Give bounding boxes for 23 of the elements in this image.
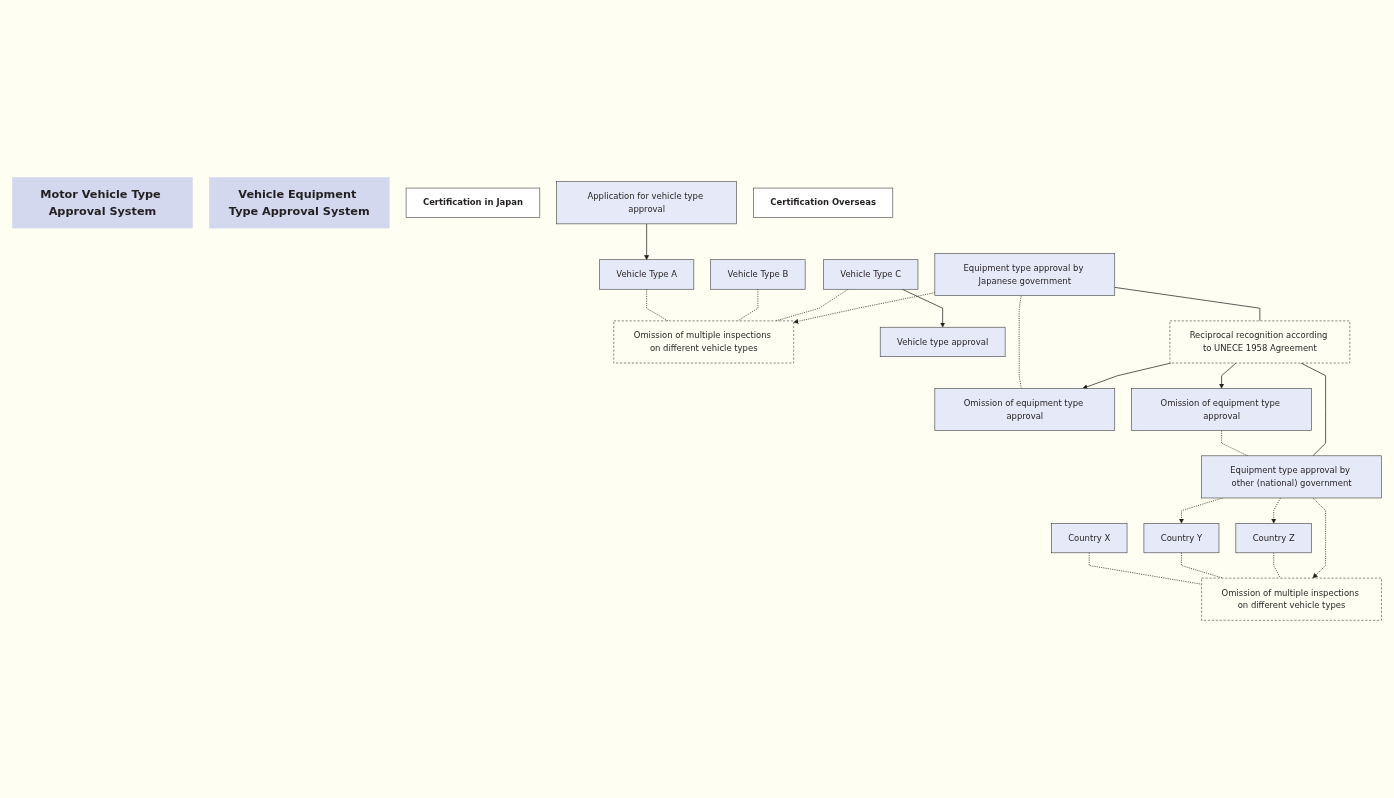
connector bbox=[1018, 295, 1022, 389]
node-box: Equipment type approval by other (national) government bbox=[1201, 455, 1382, 499]
node-box: Motor Vehicle Type Approval System bbox=[12, 177, 193, 229]
node-box: Vehicle type approval bbox=[879, 327, 1006, 358]
node-box: Equipment type approval by Japanese government bbox=[934, 253, 1116, 296]
node-box: Application for vehicle type approval bbox=[556, 181, 737, 225]
node-box: Omission of equipment type approval bbox=[1131, 388, 1312, 431]
node-box: Certification in Japan bbox=[405, 187, 541, 218]
connector bbox=[1114, 287, 1261, 322]
node-box: Vehicle Type B bbox=[710, 259, 806, 290]
node-box: Reciprocal recognition according to UNECE 1958 Agreement bbox=[1169, 320, 1351, 364]
node-box: Omission of multiple inspections on different vehicle types bbox=[613, 320, 794, 364]
node-box: Vehicle Type A bbox=[599, 259, 695, 290]
node-box: Country X bbox=[1051, 523, 1128, 554]
node-box: Country Z bbox=[1235, 523, 1312, 554]
node-box: Country Y bbox=[1143, 523, 1220, 554]
connector bbox=[1088, 552, 1202, 585]
node-box: Vehicle Type C bbox=[823, 259, 919, 290]
node-box: Omission of multiple inspections on different vehicle types bbox=[1201, 577, 1382, 621]
node-box: Omission of equipment type approval bbox=[934, 388, 1116, 431]
node-box: Vehicle Equipment Type Approval System bbox=[209, 177, 390, 229]
node-box: Certification Overseas bbox=[753, 187, 894, 218]
connector bbox=[1273, 552, 1281, 579]
